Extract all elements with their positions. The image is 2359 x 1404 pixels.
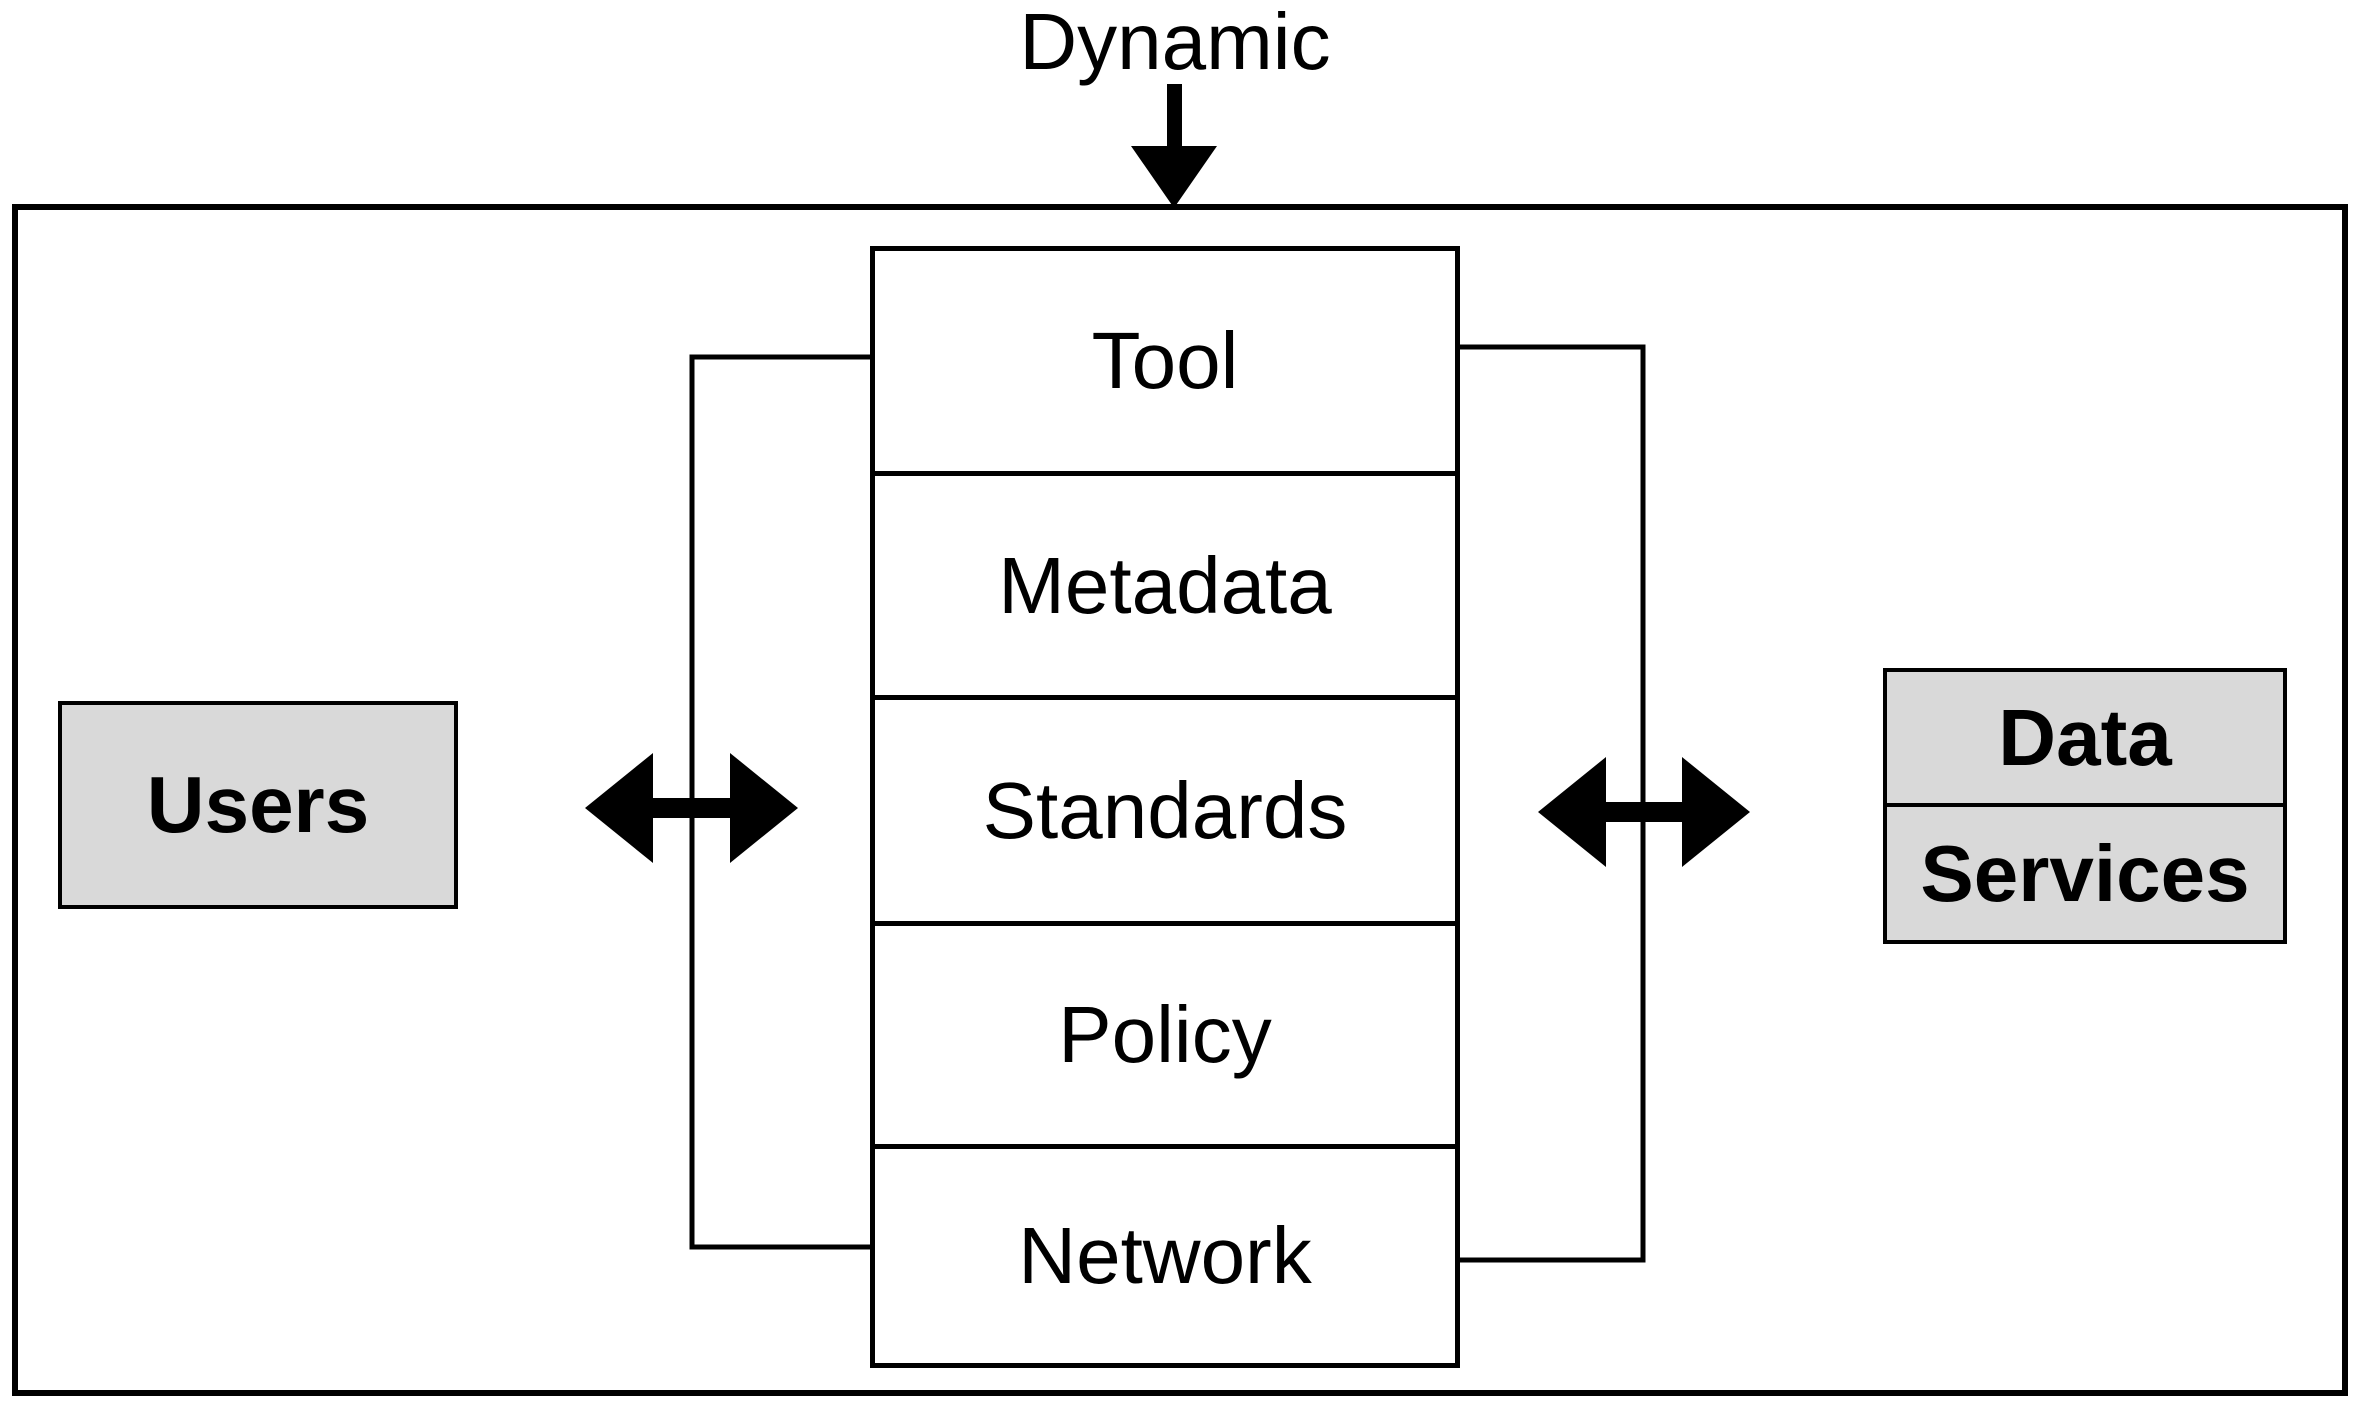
data-entity-box: Data: [1883, 668, 2287, 807]
users-entity-box: Users: [58, 701, 458, 909]
services-label: Services: [1920, 828, 2250, 918]
stack-box-metadata: Metadata: [870, 471, 1460, 700]
stack-box-standards-label: Standards: [982, 765, 1348, 855]
stack-box-tool: Tool: [870, 246, 1460, 476]
users-label: Users: [146, 760, 370, 849]
stack-box-network: Network: [870, 1144, 1460, 1368]
services-entity-box: Services: [1883, 803, 2287, 944]
stack-box-standards: Standards: [870, 695, 1460, 926]
down-arrow-icon: [1131, 84, 1217, 208]
stack-box-tool-label: Tool: [1091, 316, 1239, 405]
dynamic-label: Dynamic: [1019, 0, 1331, 86]
stack-box-policy-label: Policy: [1058, 990, 1272, 1079]
right-double-arrow-icon: [1538, 757, 1750, 867]
stack-box-policy: Policy: [870, 921, 1460, 1149]
stack-box-network-label: Network: [1018, 1211, 1312, 1300]
left-double-arrow-icon: [585, 753, 798, 863]
stack-box-metadata-label: Metadata: [998, 540, 1332, 630]
data-label: Data: [1998, 692, 2172, 782]
